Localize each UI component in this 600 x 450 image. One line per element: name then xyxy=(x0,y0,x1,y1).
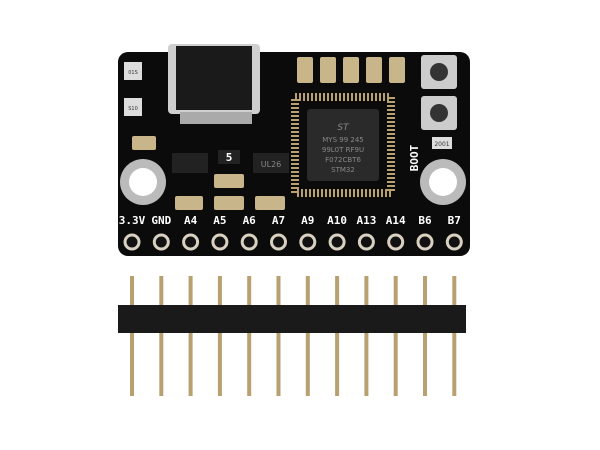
header-pin xyxy=(393,276,398,396)
svg-text:F072CBT6: F072CBT6 xyxy=(325,156,361,164)
header-pin xyxy=(276,276,281,396)
reset-button[interactable] xyxy=(421,55,457,89)
svg-text:S10: S10 xyxy=(128,106,138,112)
header-pin xyxy=(247,276,252,396)
pin-label: A13 xyxy=(356,214,376,227)
header-pin xyxy=(364,276,369,396)
header-pin xyxy=(188,276,193,396)
pin-hole xyxy=(357,233,375,251)
pin-hole xyxy=(387,233,405,251)
svg-text:ST: ST xyxy=(337,123,350,133)
capacitor xyxy=(175,196,203,210)
pin-header xyxy=(118,276,466,396)
pin-label: A10 xyxy=(327,214,347,227)
pin-hole xyxy=(270,233,287,251)
resistor xyxy=(124,98,142,116)
pin-label: A7 xyxy=(272,214,285,227)
svg-text:01S: 01S xyxy=(128,70,138,76)
header-pin xyxy=(423,276,427,396)
pin-hole xyxy=(211,233,229,251)
mounting-hole-right xyxy=(420,159,466,205)
svg-text:STM32: STM32 xyxy=(331,166,355,174)
pin-label: B6 xyxy=(418,214,432,227)
mounting-hole-left xyxy=(120,159,166,205)
svg-text:MYS 99 245: MYS 99 245 xyxy=(322,136,363,144)
resistor xyxy=(124,62,142,80)
boot-button[interactable] xyxy=(421,96,457,130)
pin-label: A5 xyxy=(213,214,226,227)
pin-label: B7 xyxy=(448,214,461,227)
pin-label: A6 xyxy=(243,214,257,227)
pin-label: A9 xyxy=(301,214,314,227)
header-pin xyxy=(335,276,340,396)
pin-hole xyxy=(445,233,463,251)
regulator-ic xyxy=(172,153,208,173)
svg-text:UL26: UL26 xyxy=(261,160,282,169)
pin-hole xyxy=(123,233,141,251)
svg-text:BOOT: BOOT xyxy=(408,144,421,171)
resistor xyxy=(432,137,452,149)
diode xyxy=(218,150,240,164)
header-pin xyxy=(452,276,457,396)
pin-hole xyxy=(240,233,258,251)
pin-hole xyxy=(182,233,200,251)
svg-text:2001: 2001 xyxy=(434,141,449,148)
pin-hole xyxy=(152,233,170,251)
header-pin xyxy=(159,276,164,396)
pin-hole xyxy=(416,233,434,251)
capacitor xyxy=(214,196,244,210)
capacitor xyxy=(214,174,244,188)
pin-hole xyxy=(328,233,346,251)
svg-text:99L0T RF9U: 99L0T RF9U xyxy=(322,146,364,154)
capacitors-top xyxy=(297,57,405,83)
svg-text:5: 5 xyxy=(226,151,233,164)
pin-label: A14 xyxy=(386,214,406,227)
header-pin xyxy=(217,276,222,396)
pin-label: GND xyxy=(151,214,171,227)
pin-label: A4 xyxy=(184,214,198,227)
capacitor xyxy=(132,136,156,150)
header-pin xyxy=(305,276,310,396)
esd-ic xyxy=(253,153,289,173)
pin-hole xyxy=(299,233,317,251)
usb-c-connector xyxy=(168,44,260,124)
mcu-chip: ST MYS 99 245 99L0T RF9U F072CBT6 STM32 xyxy=(291,93,395,197)
pin-label: 3.3V xyxy=(119,214,146,227)
capacitor xyxy=(255,196,285,210)
header-pin xyxy=(130,276,134,396)
